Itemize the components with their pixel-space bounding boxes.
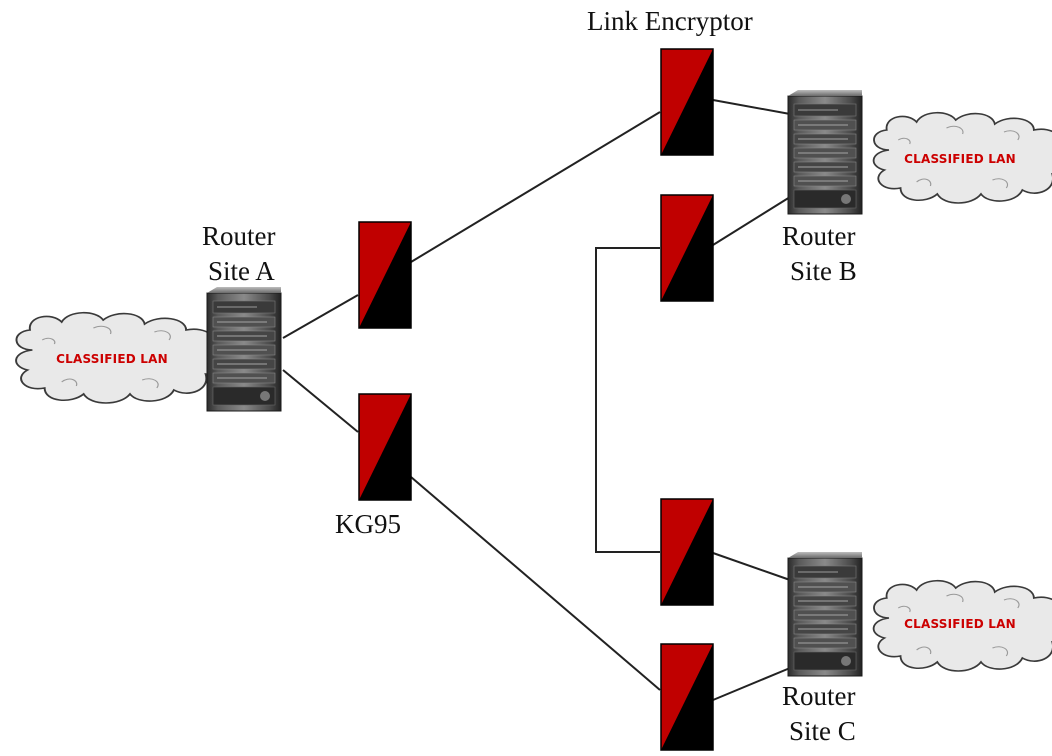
link-lines — [282, 99, 791, 701]
router-site-c — [787, 551, 863, 677]
router-chassis-icon — [787, 551, 863, 677]
encryptor-site-b-lower — [660, 194, 714, 302]
router-site-a — [206, 286, 282, 412]
router-a-label-line1: Router — [202, 221, 276, 251]
link-encryptor-label: Link Encryptor — [587, 6, 753, 36]
router-chassis-icon — [787, 89, 863, 215]
link-encryptor-c2-to-router-c — [712, 667, 791, 701]
link-encryptor-b2-to-encryptor-c1 — [595, 247, 660, 553]
link-kg95-to-encryptor-c2 — [410, 476, 661, 691]
encryptor-site-c-upper — [660, 498, 714, 606]
encryptor-icon — [358, 393, 412, 501]
link-encryptor-c1-to-router-c — [712, 552, 791, 581]
router-chassis-icon — [206, 286, 282, 412]
router-c-label-line2: Site C — [789, 716, 856, 746]
cloud-label-site-b: CLASSIFIED LAN — [904, 152, 1016, 166]
cloud-label-site-a: CLASSIFIED LAN — [56, 352, 168, 366]
kg95-label: KG95 — [335, 509, 401, 539]
encryptor-icon — [358, 221, 412, 329]
encryptor-site-a-upper — [358, 221, 412, 329]
link-encryptor-a1-to-encryptor-b1 — [410, 111, 661, 263]
link-router-a-to-kg95 — [282, 369, 359, 433]
encryptor-icon — [660, 643, 714, 751]
router-b-label-line2: Site B — [790, 256, 857, 286]
link-router-a-to-encryptor-a1 — [282, 294, 359, 339]
encryptor-icon — [660, 48, 714, 156]
encryptor-icon — [660, 194, 714, 302]
encryptor-kg95 — [358, 393, 412, 501]
router-b-label-line1: Router — [782, 221, 856, 251]
cloud-label-site-c: CLASSIFIED LAN — [904, 617, 1016, 631]
encryptor-icon — [660, 498, 714, 606]
encryptor-site-b-upper — [660, 48, 714, 156]
encryptor-site-c-lower — [660, 643, 714, 751]
router-a-label-line2: Site A — [208, 256, 275, 286]
link-encryptor-b2-to-router-b — [712, 196, 791, 246]
link-encryptor-b1-to-router-b — [712, 99, 791, 115]
router-site-b — [787, 89, 863, 215]
router-c-label-line1: Router — [782, 681, 856, 711]
